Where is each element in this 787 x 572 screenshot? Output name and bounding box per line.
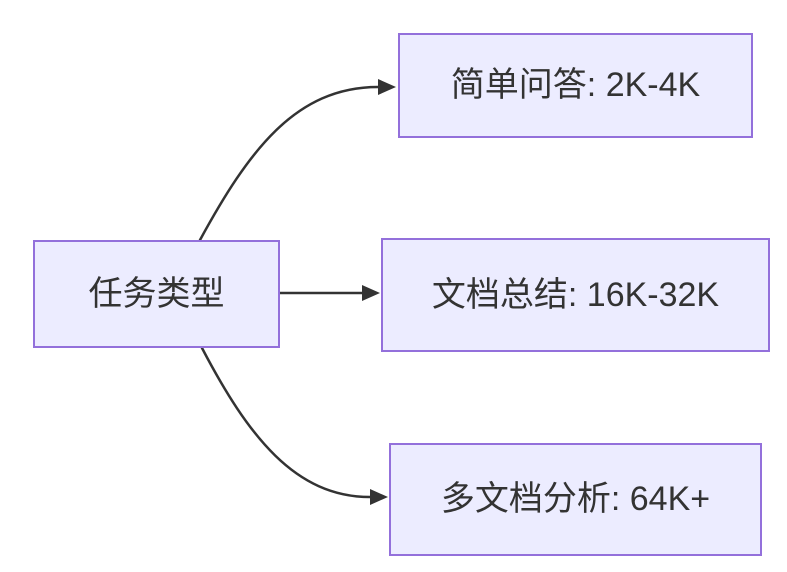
edge-root-to-simple-qa [198, 79, 396, 242]
node-multi-doc-analysis: 多文档分析: 64K+ [389, 443, 762, 556]
node-task-type: 任务类型 [33, 240, 280, 348]
arrowhead-icon [378, 79, 396, 95]
edge-root-to-doc-summary [278, 285, 380, 301]
node-doc-summary: 文档总结: 16K-32K [381, 238, 770, 352]
edge-curve [200, 346, 372, 499]
node-multi-doc-analysis-label: 多文档分析: 64K+ [440, 480, 711, 519]
edge-curve [198, 85, 380, 242]
arrowhead-icon [370, 489, 388, 505]
arrowhead-icon [362, 285, 380, 301]
node-doc-summary-label: 文档总结: 16K-32K [431, 275, 720, 314]
node-simple-qa-label: 简单问答: 2K-4K [450, 66, 701, 105]
edge-root-to-multi-doc [200, 346, 388, 505]
node-task-type-label: 任务类型 [88, 274, 225, 313]
node-simple-qa: 简单问答: 2K-4K [398, 33, 753, 138]
